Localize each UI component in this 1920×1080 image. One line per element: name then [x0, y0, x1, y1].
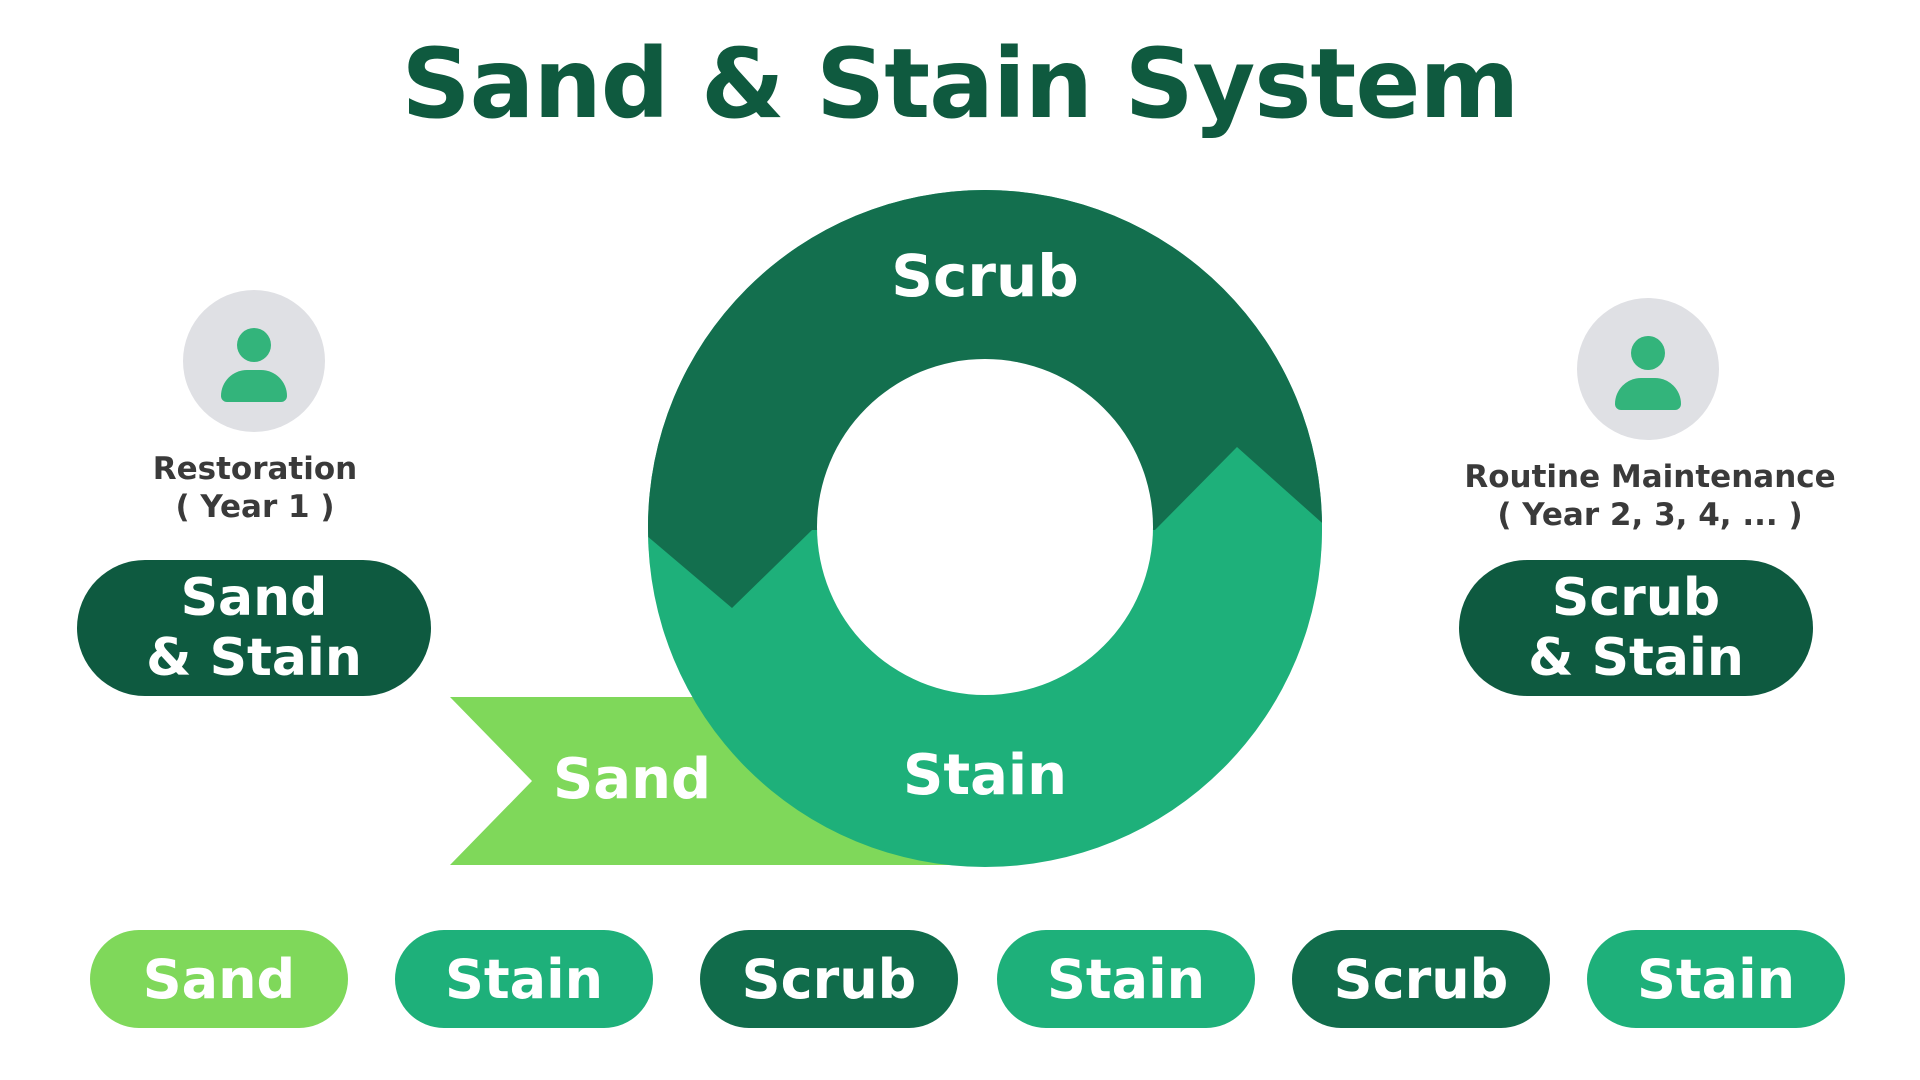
sequence-step: Stain — [395, 930, 653, 1028]
sequence-step: Sand — [90, 930, 348, 1028]
sequence-step: Stain — [1587, 930, 1845, 1028]
cycle-label-scrub: Scrub — [891, 242, 1079, 310]
sequence-step: Scrub — [700, 930, 958, 1028]
cycle-center — [817, 359, 1153, 695]
cycle-label-sand: Sand — [553, 747, 711, 812]
person-icon — [183, 290, 325, 432]
restoration-pill-line2: & Stain — [146, 628, 362, 688]
restoration-pill-line1: Sand — [180, 568, 328, 628]
sequence-step: Scrub — [1292, 930, 1550, 1028]
page-title: Sand & Stain System — [401, 28, 1520, 140]
restoration-pill: Sand & Stain — [77, 560, 431, 696]
person-icon — [1577, 298, 1719, 440]
maintenance-pill: Scrub & Stain — [1459, 560, 1813, 696]
restoration-title: Restoration — [152, 451, 358, 487]
cycle-label-stain: Stain — [903, 743, 1067, 808]
maintenance-caption: Routine Maintenance ( Year 2, 3, 4, ... … — [1410, 458, 1890, 534]
restoration-caption: Restoration ( Year 1 ) — [100, 450, 410, 526]
sequence-row: Sand Stain Scrub Stain Scrub Stain — [0, 930, 1920, 1030]
maintenance-title: Routine Maintenance — [1464, 459, 1836, 495]
maintenance-years: ( Year 2, 3, 4, ... ) — [1497, 497, 1803, 533]
maintenance-pill-line2: & Stain — [1528, 628, 1744, 688]
sequence-step: Stain — [997, 930, 1255, 1028]
maintenance-pill-line1: Scrub — [1551, 568, 1721, 628]
restoration-year: ( Year 1 ) — [175, 489, 335, 525]
